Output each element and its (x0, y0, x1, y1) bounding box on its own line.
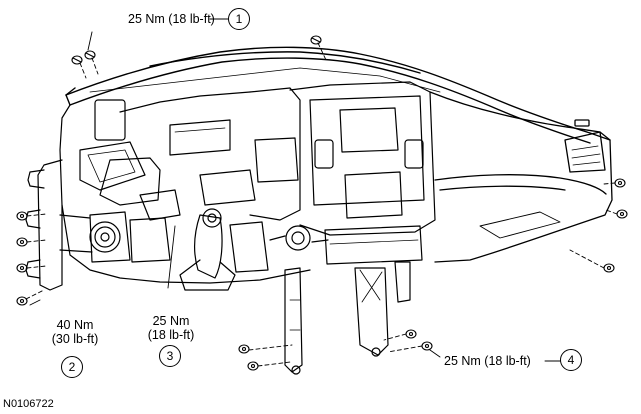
torque-label-2-line2: (30 lb-ft) (51, 332, 99, 346)
bolt-icon (16, 237, 28, 247)
alignment-lines (25, 42, 618, 367)
callout-1: 1 (228, 8, 250, 30)
dashboard-top-pad (65, 46, 611, 144)
bolt-icon (84, 50, 96, 60)
bolt-icon (616, 209, 628, 219)
bolt-icon (71, 55, 83, 65)
torque-label-1: 25 Nm (18 lb-ft) (128, 12, 215, 26)
torque-label-3: 25 Nm (18 lb-ft) (135, 314, 207, 342)
bolt-icon (16, 296, 28, 306)
bolt-icon (238, 344, 250, 354)
bolt-icon (16, 211, 28, 221)
torque-label-4: 25 Nm (18 lb-ft) (444, 354, 531, 368)
callout-4: 4 (560, 349, 582, 371)
figure-id: N0106722 (3, 398, 54, 410)
bolt-icon (603, 263, 615, 273)
steering-column-area (59, 208, 269, 291)
torque-label-2: 40 Nm (30 lb-ft) (40, 318, 110, 346)
callout-2: 2 (61, 356, 83, 378)
leader-lines (29, 18, 561, 362)
torque-label-2-line1: 40 Nm (56, 318, 94, 332)
bolt-icon (247, 361, 259, 371)
bolt-icon (310, 35, 322, 45)
passenger-side-panel (429, 91, 613, 263)
bolt-icon (405, 329, 417, 339)
callout-3: 3 (159, 345, 181, 367)
torque-label-3-line2: (18 lb-ft) (147, 328, 195, 342)
bolt-icon (16, 263, 28, 273)
bolt-icon (421, 341, 433, 351)
lower-support-brackets (284, 261, 411, 375)
dashboard-carrier-structure (25, 87, 311, 291)
bolt-icon (614, 178, 626, 188)
center-hvac-section (269, 81, 436, 265)
torque-label-3-line1: 25 Nm (152, 314, 190, 328)
